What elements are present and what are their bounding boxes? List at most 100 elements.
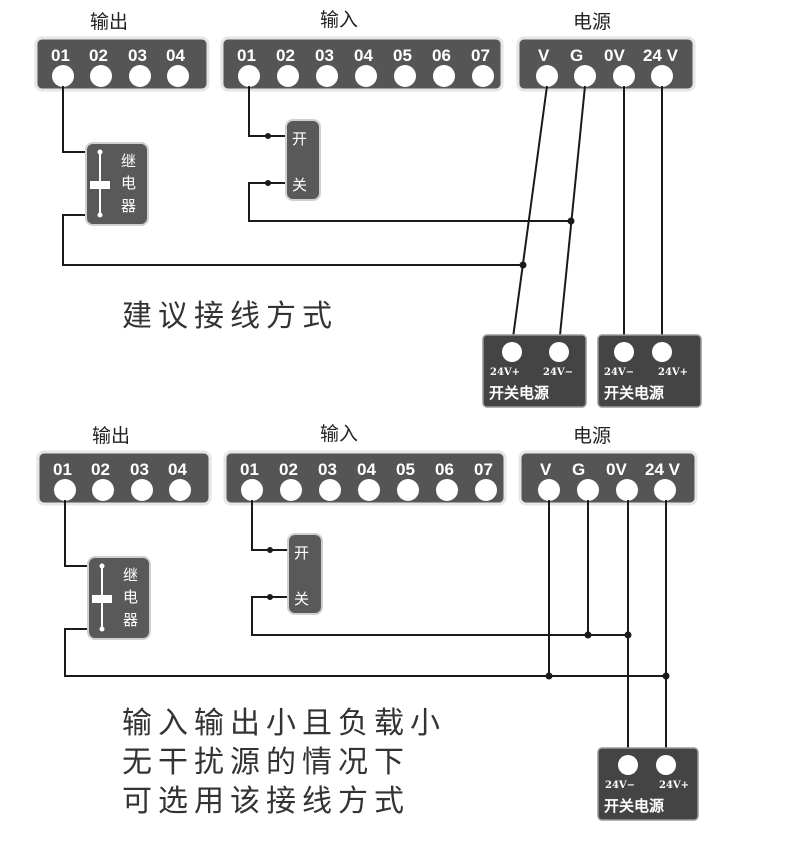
top-input-screw-06 [433,65,455,87]
bottom-psu-terminal-left [618,755,638,775]
bottom-power-screw-0v [616,479,638,501]
bottom-caption-line-1: 输入输出小且负载小 [122,706,446,741]
bottom-input-screw-03 [319,479,341,501]
top-wire-relay-return [62,214,523,266]
top-wire-v-psu [511,85,548,346]
top-power-term-g: G [570,46,583,65]
top-psu-1-right-label: 24V− [543,367,573,378]
bottom-relay-pin [99,563,105,569]
top-power-term-v: V [538,46,550,65]
bottom-output-term-02: 02 [91,460,110,479]
top-input-term-06: 06 [432,46,451,65]
top-psu-1-terminal-right [549,342,569,362]
bottom-input-screw-04 [358,479,380,501]
bottom-output-screw-02 [92,479,114,501]
top-relay-label-char: 器 [121,197,136,215]
top-output-term-03: 03 [128,46,147,65]
bottom-relay [87,556,151,640]
top-input-term-03: 03 [315,46,334,65]
top-power-terminal-strip [516,36,696,92]
bottom-psu-terminal-right [656,755,676,775]
bottom-caption-line-2: 无干扰源的情况下 [122,745,410,780]
bottom-output-term-01: 01 [53,460,72,479]
bottom-switch-label-char: 开 [294,544,309,562]
top-relay-label-char: 继 [121,152,136,170]
top-caption: 建议接线方式 [122,299,338,334]
bottom-junction-node [545,672,553,680]
bottom-relay-label-char: 器 [123,611,138,629]
bottom-output-term-04: 04 [168,460,187,479]
top-output-term-04: 04 [166,46,185,65]
top-output-screw-01 [52,65,74,87]
top-power-term-0v: 0V [604,46,625,65]
bottom-input-term-06: 06 [435,460,454,479]
bottom-input-screw-07 [475,479,497,501]
bottom-switch-contact [267,547,273,553]
bottom-output-term-03: 03 [130,460,149,479]
bottom-wire-in01-switch [251,500,290,551]
top-psu-2-left-label: 24V− [604,367,634,378]
bottom-junction-node [624,631,632,639]
bottom-power-terminal-strip [518,450,698,506]
top-input-term-07: 07 [471,46,490,65]
top-psu-2-right-label: 24V+ [658,367,688,378]
bottom-input-screw-06 [436,479,458,501]
bottom-input-term-04: 04 [357,460,376,479]
bottom-wire-relay-return [64,628,666,677]
bottom-diagram: 输出 输入 电源 01 02 03 04 01 02 03 04 05 06 0… [36,423,699,821]
top-input-screw-05 [394,65,416,87]
top-relay [85,142,149,226]
bottom-relay-label-char: 继 [123,566,138,584]
top-output-term-01: 01 [51,46,70,65]
top-output-screw-02 [90,65,112,87]
bottom-power-term-g: G [572,460,585,479]
bottom-input-screw-01 [241,479,263,501]
bottom-power-term-0v: 0V [606,460,627,479]
bottom-psu-title: 开关电源 [604,797,664,815]
top-psu-2-terminal-right [652,342,672,362]
top-psu-2-title: 开关电源 [604,384,664,402]
top-power-screw-24v [651,65,673,87]
bottom-output-terminal-strip [36,450,212,506]
top-relay-label-char: 电 [121,174,136,192]
bottom-relay-label-char: 电 [123,588,138,606]
bottom-power-term-v: V [540,460,552,479]
top-diagram: 输出 输入 电源 01 02 03 04 01 02 03 04 05 06 0… [34,9,702,408]
top-output-screw-03 [129,65,151,87]
top-switch-label-char: 开 [292,130,307,148]
top-input-screw-07 [472,65,494,87]
bottom-output-screw-03 [131,479,153,501]
top-input-label: 输入 [320,9,358,31]
top-input-term-01: 01 [237,46,256,65]
bottom-input-screw-02 [280,479,302,501]
top-input-term-04: 04 [354,46,373,65]
top-switch-label-char: 关 [292,176,307,194]
bottom-input-label: 输入 [320,423,358,445]
bottom-psu-left-label: 24V− [605,780,635,791]
bottom-input-term-05: 05 [396,460,415,479]
top-power-label: 电源 [573,11,611,33]
top-junction-node [519,261,527,269]
top-output-term-02: 02 [89,46,108,65]
bottom-output-screw-04 [169,479,191,501]
top-wire-in01-switch [248,86,288,137]
top-input-screw-01 [238,65,260,87]
top-relay-pin [97,149,103,155]
bottom-junction-node [584,631,592,639]
bottom-output-screw-01 [54,479,76,501]
top-power-screw-v [536,65,558,87]
bottom-switch [287,533,323,615]
top-input-screw-02 [277,65,299,87]
top-wire-g-psu [558,85,586,346]
top-power-screw-0v [613,65,635,87]
bottom-psu-right-label: 24V+ [659,780,689,791]
top-psu-1-left-label: 24V+ [490,367,520,378]
bottom-input-screw-05 [397,479,419,501]
bottom-caption-line-3: 可选用该接线方式 [122,784,410,819]
bottom-power-label: 电源 [573,425,611,447]
bottom-power-term-24v: 24 V [645,460,681,479]
top-psu-1-title: 开关电源 [489,384,549,402]
top-power-screw-g [574,65,596,87]
top-input-term-05: 05 [393,46,412,65]
